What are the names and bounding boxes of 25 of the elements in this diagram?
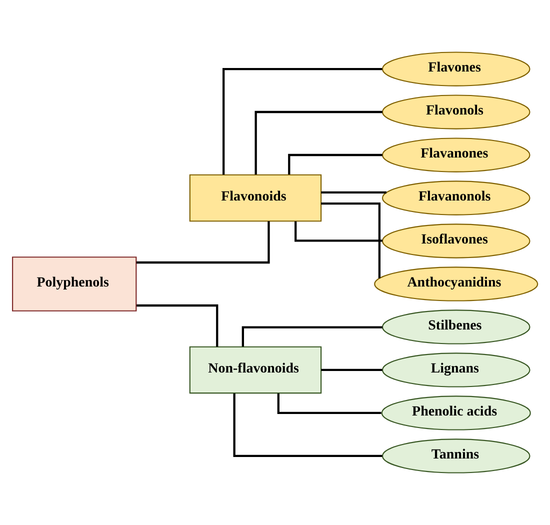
connector [321, 368, 382, 372]
node-ellipse: Flavanonols [382, 180, 530, 216]
node-box: Polyphenols [12, 256, 137, 312]
connector [242, 326, 382, 347]
connector [288, 154, 382, 174]
connector [254, 110, 382, 174]
connector [136, 304, 218, 347]
node-ellipse: Anthocyanidins [374, 266, 538, 302]
node-ellipse: Lignans [382, 352, 530, 388]
node-ellipse: Flavonols [382, 94, 530, 130]
node-ellipse: Flavanones [382, 138, 530, 172]
connector [294, 221, 382, 242]
node-box: Non-flavonoids [189, 346, 322, 394]
node-ellipse: Tannins [382, 438, 530, 474]
connector [277, 394, 382, 414]
node-ellipse: Phenolic acids [381, 396, 531, 430]
node-ellipse: Isoflavones [382, 224, 530, 258]
connector [321, 191, 386, 194]
connector [321, 202, 380, 278]
node-ellipse: Stilbenes [382, 310, 530, 344]
connector [233, 393, 382, 458]
node-box: Flavonoids [189, 174, 322, 222]
connector [136, 221, 270, 264]
connector [222, 68, 382, 175]
node-ellipse: Flavones [382, 52, 530, 86]
